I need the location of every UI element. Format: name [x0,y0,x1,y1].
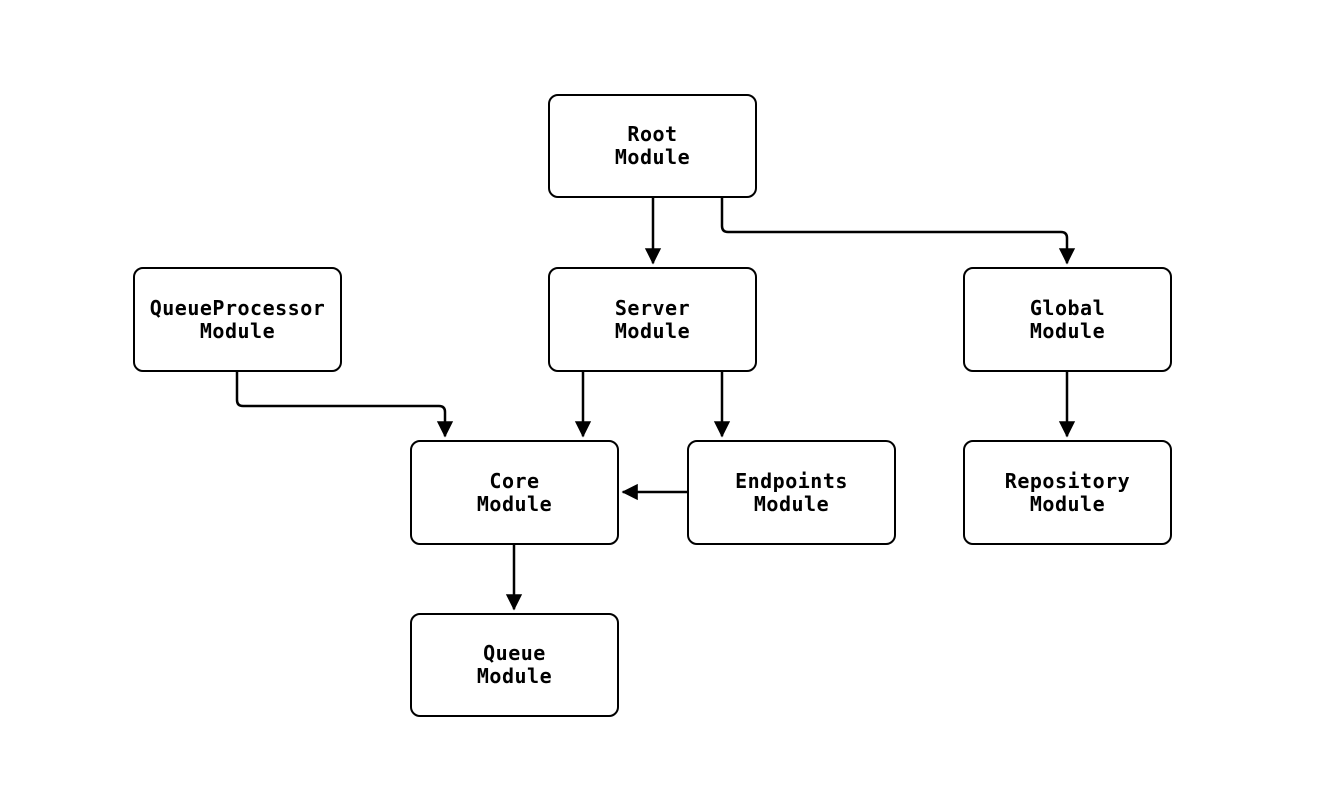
node-repository-module-label: Repository Module [1004,468,1131,516]
node-core-module: Core Module [410,440,619,545]
node-queue-module: Queue Module [410,613,619,717]
node-server-module: Server Module [548,267,757,372]
node-global-module: Global Module [963,267,1172,372]
edge-queueprocessor-to-core [235,370,454,438]
node-endpoints-module-label: Endpoints Module [735,468,848,516]
node-queue-module-label: Queue Module [476,641,553,688]
edge-root-to-global [720,196,1076,265]
node-root-module: Root Module [548,94,757,198]
node-global-module-label: Global Module [1029,295,1106,343]
node-server-module-label: Server Module [614,295,691,343]
node-core-module-label: Core Module [476,468,553,516]
node-root-module-label: Root Module [614,122,691,169]
node-repository-module: Repository Module [963,440,1172,545]
node-queueprocessor-module-label: QueueProcessor Module [149,295,326,343]
node-queueprocessor-module: QueueProcessor Module [133,267,342,372]
node-endpoints-module: Endpoints Module [687,440,896,545]
